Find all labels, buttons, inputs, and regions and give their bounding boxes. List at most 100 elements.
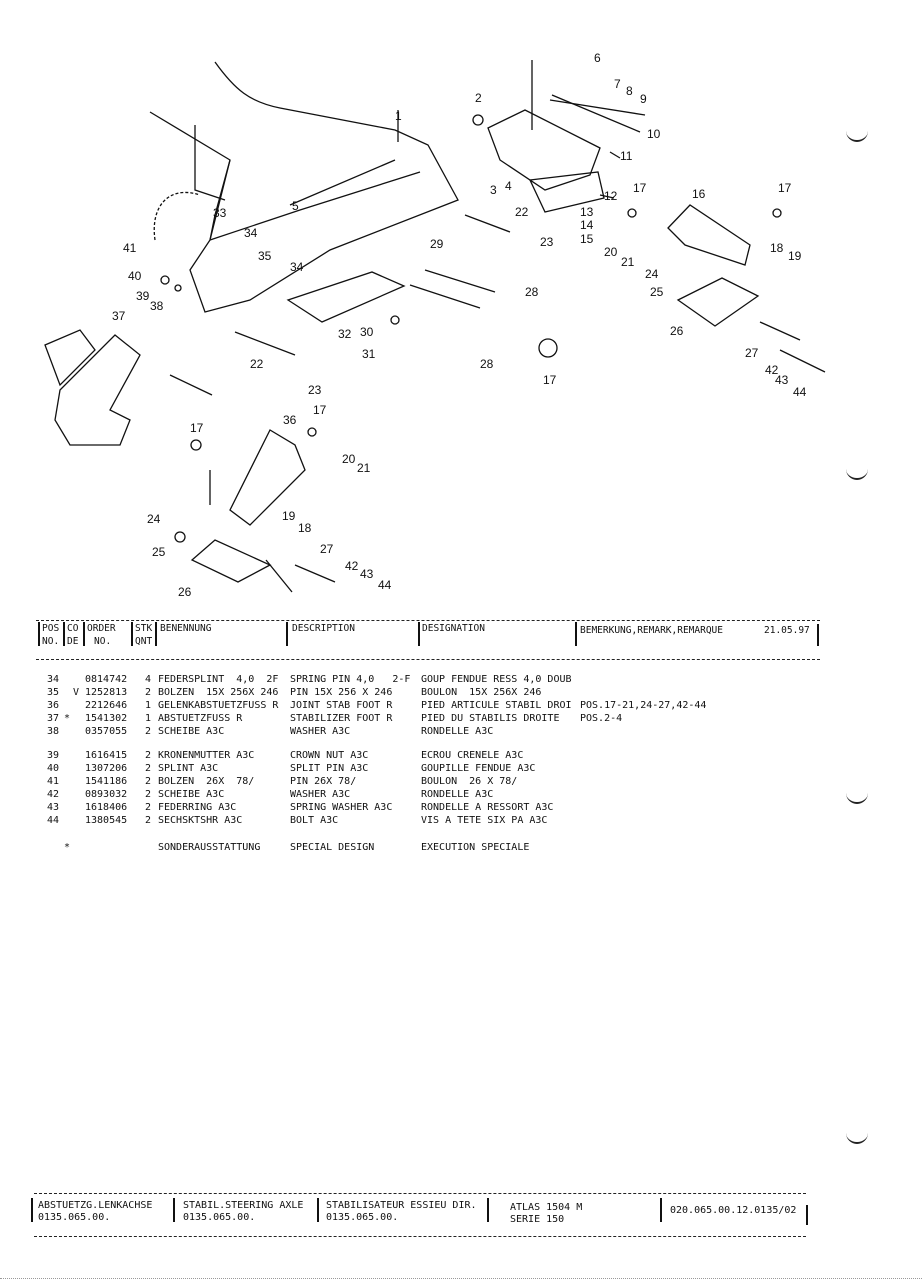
header-rule-top [36,620,820,621]
callout-18b: 18 [298,521,312,535]
cell-pos: 41 [47,776,60,787]
cell-en: WASHER A3C [290,789,351,800]
callout-28a: 28 [525,285,539,299]
cell-pos: 38 [47,726,60,737]
joint-foot-center-outline [229,429,306,526]
callout-9: 9 [640,92,647,106]
cell-qty: 1 [145,700,152,711]
cell-en: JOINT STAB FOOT R [290,700,393,711]
callout-12: 12 [604,189,618,203]
callout-labels: 1 2 3 4 5 6 7 8 9 10 11 12 13 14 15 16 1… [112,51,807,599]
callout-31: 31 [362,347,376,361]
cell-fr: BOULON 15X 256X 246 [421,687,542,698]
cell-fr: BOULON 26 X 78/ [421,776,518,787]
cell-qty: 1 [145,713,152,724]
cell-qty: 2 [145,776,152,787]
cell-qty: 2 [145,802,152,813]
cell-code: * [64,713,71,724]
cell-en: SPRING WASHER A3C [290,802,393,813]
cell-de: SCHEIBE A3C [158,726,225,737]
cell-pos: 39 [47,750,60,761]
callout-4: 4 [505,179,512,193]
cell-order: 2212646 [85,700,128,711]
cell-de: ABSTUETZFUSS R [158,713,243,724]
cell-fr: GOUP FENDUE RESS 4,0 DOUB [421,674,572,685]
header-qnt: QNT [135,636,153,647]
cell-qty: 2 [145,789,152,800]
cell-order: 1541302 [85,713,128,724]
chain-33 [153,191,201,241]
footer-doc-number: 020.065.00.12.0135/02 [670,1205,797,1216]
header-benennung: BENENNUNG [160,623,212,634]
cell-qty: 2 [145,726,152,737]
callout-17c: 17 [543,373,557,387]
footer-de-title: ABSTUETZG.LENKACHSE [38,1200,153,1211]
callout-25b: 25 [152,545,166,559]
cell-code: V [73,687,80,698]
callout-27a: 27 [745,346,759,360]
footer-rule-top [34,1193,806,1194]
cell-qty: 4 [145,674,152,685]
cell-fr: PIED DU STABILIS DROITE [421,713,560,724]
header-de: DE [67,636,79,647]
binder-mark [846,1132,868,1144]
cell-remark: POS.2-4 [580,713,623,724]
header-order: ORDER [87,623,116,634]
callout-30: 30 [360,325,374,339]
footer-model: ATLAS 1504 M [510,1202,583,1213]
callout-21b: 21 [357,461,371,475]
callout-42b: 42 [345,559,359,573]
cell-de: FEDERSPLINT 4,0 2F [158,674,279,685]
callout-44b: 44 [378,578,392,592]
callout-43a: 43 [775,373,789,387]
cell-order: 1307206 [85,763,128,774]
callout-26a: 26 [670,324,684,338]
footer-fr-title: STABILISATEUR ESSIEU DIR. [326,1200,477,1211]
footnote-en: SPECIAL DESIGN [290,842,375,853]
callout-14: 14 [580,218,594,232]
header-order-no: NO. [94,636,112,647]
callout-13: 13 [580,205,594,219]
callout-21a: 21 [621,255,635,269]
header-no: NO. [42,636,60,647]
joint-foot-right-outline [667,204,751,266]
cell-en: SPRING PIN 4,0 2-F [290,674,411,685]
callout-5: 5 [292,199,299,213]
footer-fr-code: 0135.065.00. [326,1212,399,1223]
cell-order: 1541186 [85,776,128,787]
callout-22a: 22 [515,205,529,219]
page-edge-rule [0,1278,922,1279]
footer-series: SERIE 150 [510,1214,565,1225]
footer-rule-bottom [34,1236,806,1237]
callout-20a: 20 [604,245,618,259]
callout-3: 3 [490,183,497,197]
callout-27b: 27 [320,542,334,556]
callout-44a: 44 [793,385,807,399]
header-stk: STK [135,623,153,634]
cell-pos: 36 [47,700,60,711]
header-remark: BEMERKUNG,REMARK,REMARQUE [580,625,723,636]
binder-mark [846,468,868,480]
callout-43b: 43 [360,567,374,581]
callout-19b: 19 [282,509,296,523]
cell-order: 0814742 [85,674,128,685]
callout-36: 36 [283,413,297,427]
axle-frame-outline [149,61,459,313]
footer-en-code: 0135.065.00. [183,1212,256,1223]
callout-24a: 24 [645,267,659,281]
cell-pos: 35 [47,687,60,698]
header-designation: DESIGNATION [422,623,485,634]
callout-22b: 22 [250,357,264,371]
callout-28b: 28 [480,357,494,371]
cell-pos: 37 [47,713,60,724]
callout-15: 15 [580,232,594,246]
callout-19a: 19 [788,249,802,263]
cell-de: KRONENMUTTER A3C [158,750,255,761]
cell-order: 0893032 [85,789,128,800]
cell-remark: POS.17-21,24-27,42-44 [580,700,707,711]
header-co: CO [67,623,79,634]
callout-42a: 42 [765,363,779,377]
cell-pos: 40 [47,763,60,774]
header-date: 21.05.97 [764,625,810,636]
